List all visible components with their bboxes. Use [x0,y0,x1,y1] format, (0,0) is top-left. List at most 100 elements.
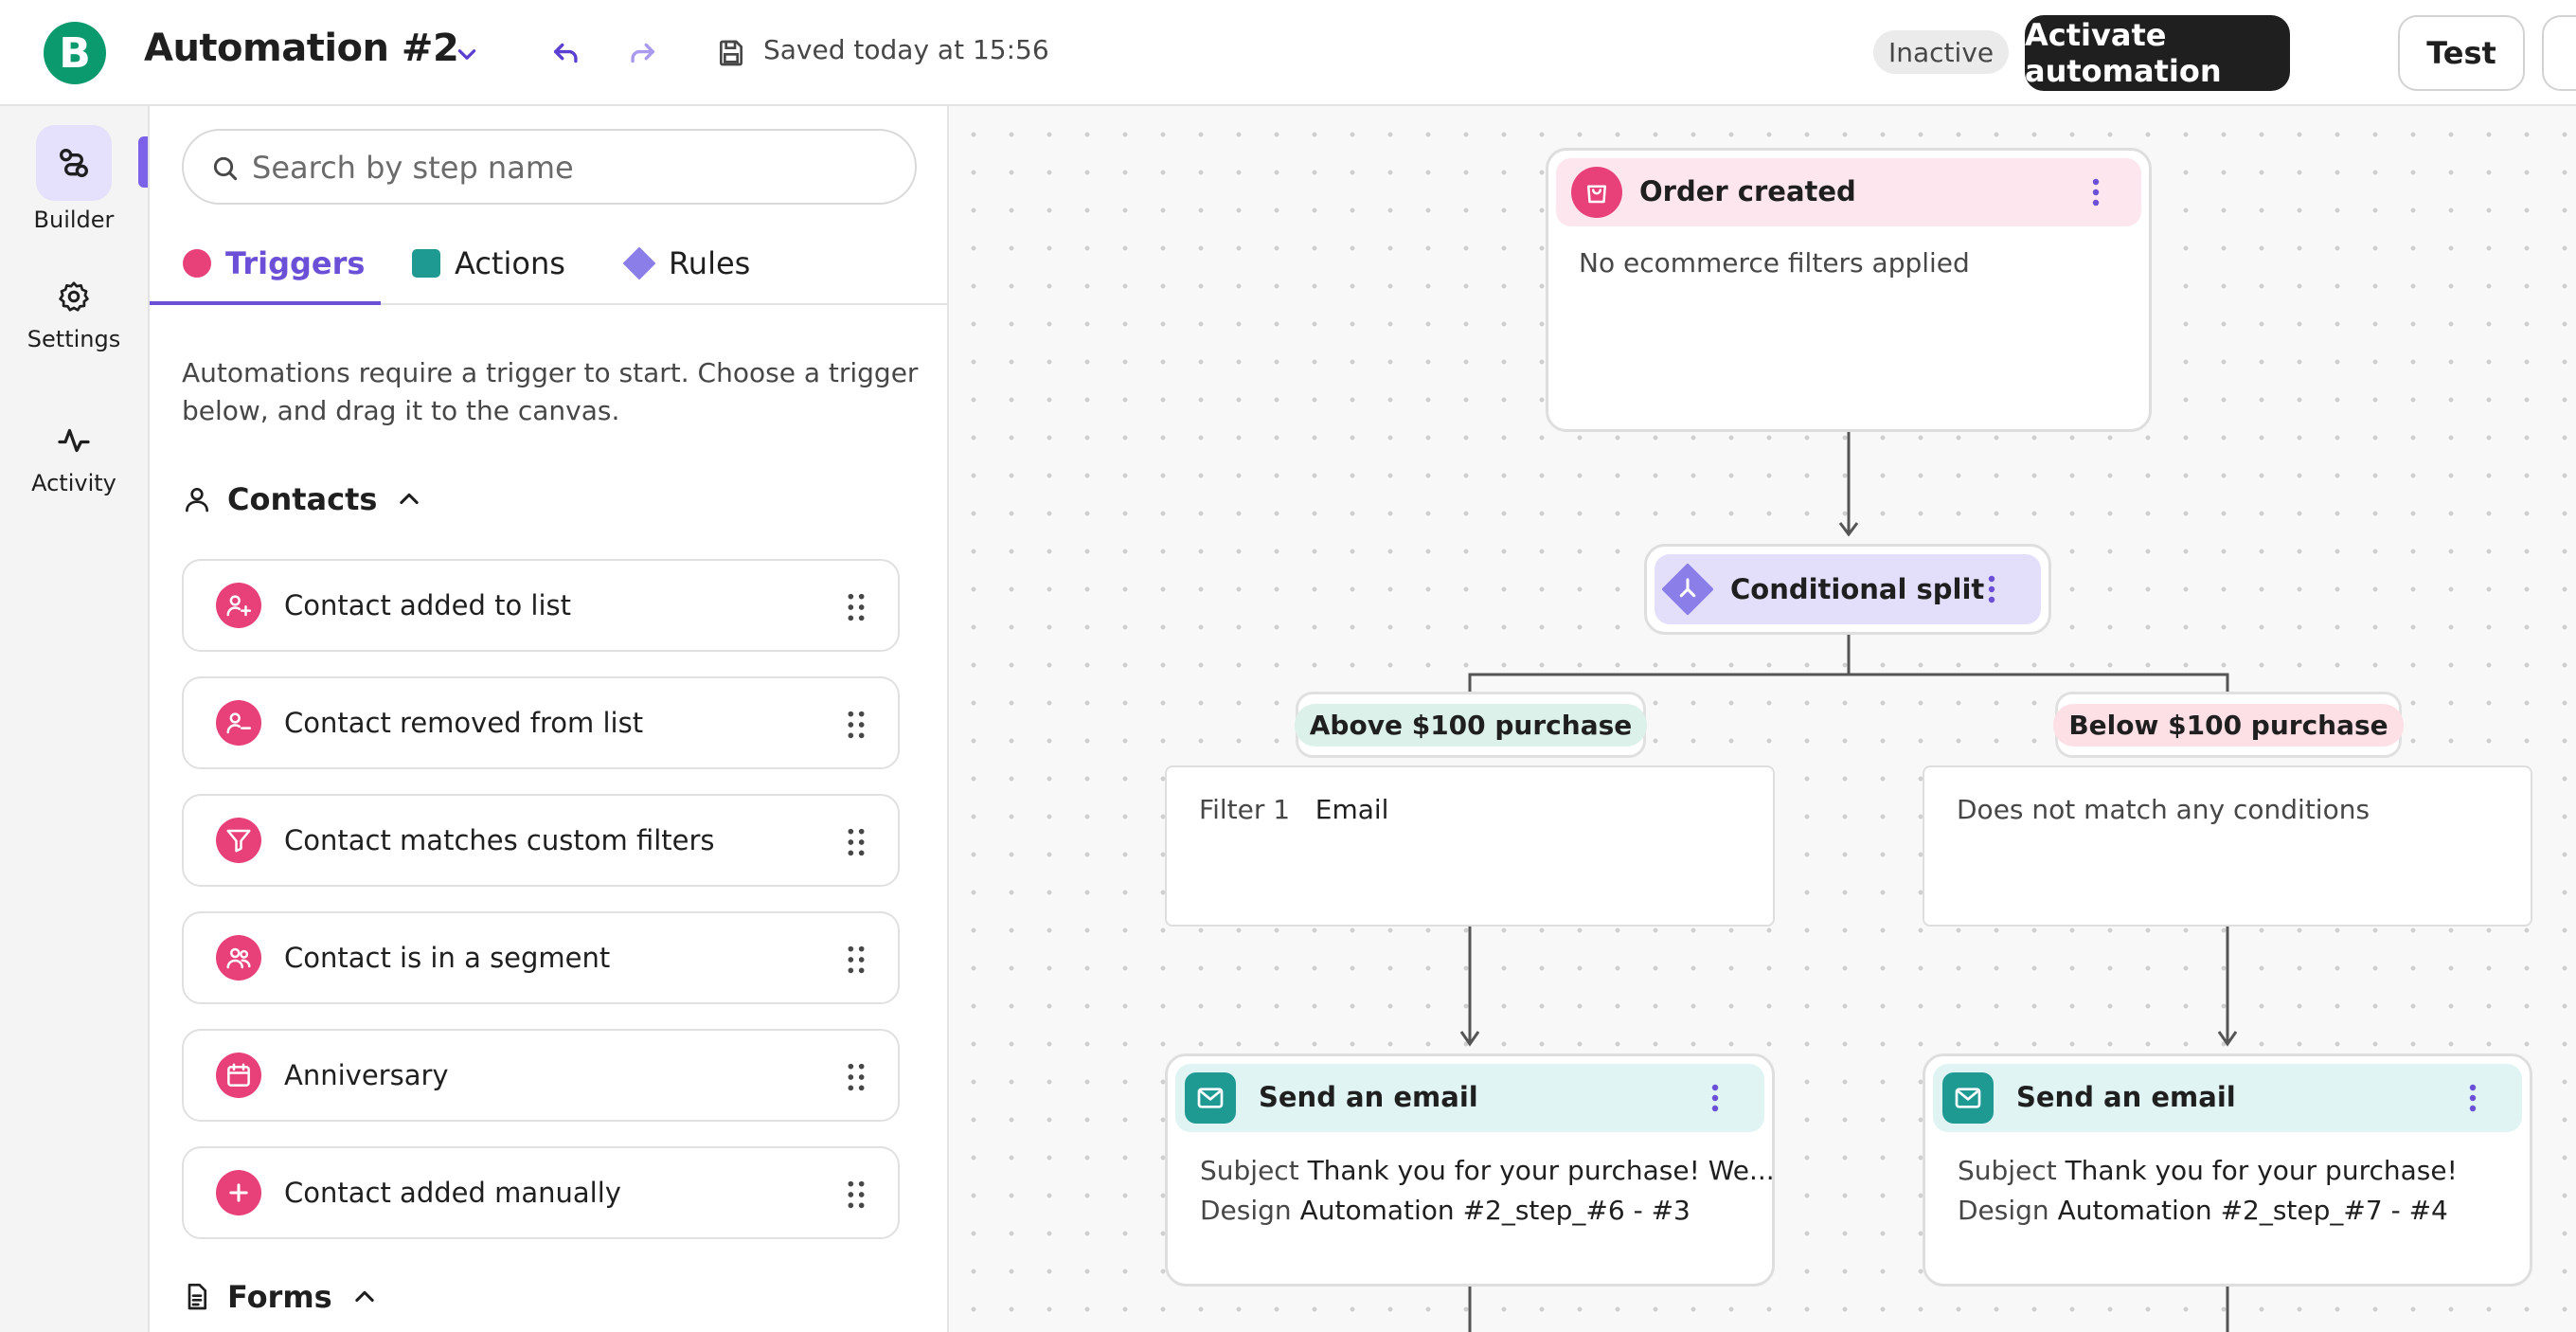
builder-icon-wrap [36,125,112,201]
envelope-icon [1197,1088,1224,1108]
trigger-card-contact-is-in-a-segment[interactable]: Contact is in a segment [182,911,900,1004]
activity-icon-wrap [36,417,112,464]
split-diamond-icon [1662,564,1713,615]
calendar-icon-badge [216,1053,261,1098]
chevron-up-icon [400,493,420,505]
forms-section-header[interactable]: Forms [182,1279,378,1315]
document-icon [188,1284,206,1310]
title-dropdown-button[interactable] [451,38,483,70]
node-body-text: No ecommerce filters applied [1579,247,1970,279]
filter-icon-badge [216,818,261,863]
subject-label: Subject [1958,1155,2057,1186]
floppy-disk-icon [720,40,742,66]
search-icon [213,156,238,181]
tab-triggers[interactable]: Triggers [182,222,365,305]
rail-item-builder[interactable]: Builder [0,125,148,233]
trigger-label: Anniversary [284,1059,449,1091]
shopping-bag-icon-wrap [1571,167,1622,218]
person-icon [186,488,208,513]
node-title: Send an email [2016,1081,2236,1113]
tab-triggers-label: Triggers [225,245,366,281]
email-node-right[interactable]: Send an email Subject Thank you for your… [1923,1053,2532,1287]
trigger-label: Contact matches custom filters [284,824,715,856]
trigger-card-contact-matches-custom-filters[interactable]: Contact matches custom filters [182,794,900,887]
user-minus-icon [226,712,252,734]
top-bar: B Automation #2 Saved today at 15:56 Ina… [0,0,2576,106]
drag-handle-icon[interactable] [845,709,868,741]
design-value: Automation #2_step_#6 - #3 [1299,1195,1690,1226]
rail-item-settings[interactable]: Settings [0,273,148,352]
calendar-icon [227,1063,250,1087]
automation-title[interactable]: Automation #2 [144,27,459,70]
email-node-left[interactable]: Send an email Subject Thank you for your… [1165,1053,1775,1287]
users-icon-badge [216,935,261,981]
filter-label: Filter 1 [1199,794,1291,825]
node-title: Send an email [1259,1081,1478,1113]
brevo-logo[interactable]: B [44,22,106,84]
rail-label-settings: Settings [27,326,121,352]
undo-icon [553,43,578,63]
kebab-menu-icon[interactable] [1986,574,1997,604]
rule-diamond-icon [623,247,655,279]
drag-handle-icon[interactable] [845,826,868,858]
contacts-heading: Contacts [227,481,378,517]
email-details: Subject Thank you for your purchase! We.… [1200,1151,1775,1231]
builder-icon [60,149,89,177]
trigger-help-text: Automations require a trigger to start. … [182,357,919,426]
subject-value: Thank you for your purchase! [2065,1155,2458,1186]
filter-text: Filter 1 Email [1199,790,1388,830]
active-tab-underline [150,301,381,305]
node-title: Conditional split [1730,573,1985,605]
kebab-menu-icon[interactable] [1709,1083,1721,1113]
branch-filter-box-left[interactable]: Filter 1 Email [1165,765,1775,927]
trigger-node-order-created[interactable]: Order created No ecommerce filters appli… [1546,148,2152,432]
undo-button[interactable] [547,34,585,72]
drag-handle-icon[interactable] [845,944,868,976]
user-plus-icon [226,595,252,617]
rail-label-builder: Builder [33,207,115,233]
more-options-button[interactable] [2542,15,2576,91]
node-title: Order created [1639,175,1856,207]
conditional-split-node[interactable]: Conditional split [1644,544,2051,635]
contacts-section-header[interactable]: Contacts [182,481,422,517]
chevron-down-icon [457,49,476,60]
step-type-tabs: Triggers Actions Rules [150,222,947,305]
kebab-menu-icon[interactable] [2090,177,2102,207]
search-input[interactable] [250,140,898,195]
email-details: Subject Thank you for your purchase! Des… [1958,1151,2458,1231]
branch-label-left[interactable]: Above $100 purchase [1294,692,1648,758]
node-header: Send an email [1175,1064,1764,1132]
trigger-label: Contact is in a segment [284,942,611,974]
tab-rules-label: Rules [669,245,751,281]
trigger-card-contact-added-manually[interactable]: Contact added manually [182,1146,900,1239]
branch-label-right[interactable]: Below $100 purchase [2053,692,2404,758]
test-button[interactable]: Test [2398,15,2525,91]
users-icon [226,947,251,969]
user-plus-icon-badge [216,583,261,628]
trigger-card-contact-removed-from-list[interactable]: Contact removed from list [182,676,900,769]
trigger-label: Contact removed from list [284,707,644,739]
tab-actions-label: Actions [455,245,565,281]
user-minus-icon-badge [216,700,261,746]
redo-button[interactable] [623,34,661,72]
rail-item-activity[interactable]: Activity [0,417,148,496]
drag-handle-icon[interactable] [845,1179,868,1211]
activity-icon [58,428,90,453]
step-search[interactable] [182,129,917,205]
drag-handle-icon[interactable] [845,1061,868,1093]
trigger-card-contact-added-to-list[interactable]: Contact added to list [182,559,900,652]
tab-rules[interactable]: Rules [623,222,750,305]
shopping-bag-icon [1587,185,1606,204]
branch-filter-box-right[interactable]: Does not match any conditions [1923,765,2532,927]
drag-handle-icon[interactable] [845,591,868,623]
kebab-menu-icon[interactable] [2467,1083,2478,1113]
split-icon-wrap [1662,564,1713,615]
forms-heading: Forms [227,1279,332,1315]
workflow-canvas[interactable]: Order created No ecommerce filters appli… [949,106,2576,1332]
design-value: Automation #2_step_#7 - #4 [2057,1195,2448,1226]
trigger-card-anniversary[interactable]: Anniversary [182,1029,900,1122]
activate-automation-button[interactable]: Activate automation [2025,15,2290,91]
envelope-icon [1955,1088,1981,1108]
settings-icon-wrap [36,273,112,320]
tab-actions[interactable]: Actions [411,222,565,305]
